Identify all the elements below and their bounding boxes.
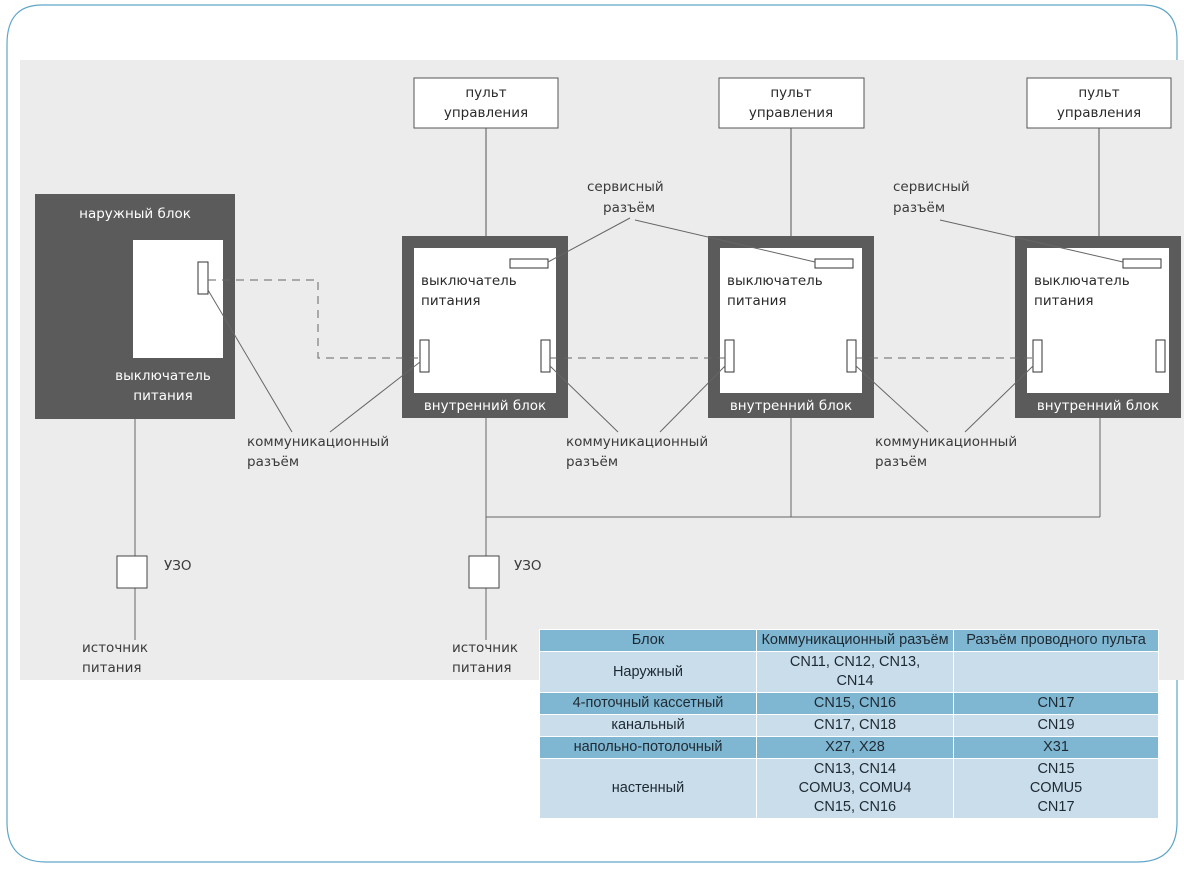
table-row: напольно-потолочный X27, X28 X31 (539, 736, 1159, 759)
power-switch-label-line1: выключатель (727, 273, 823, 289)
cell-comm: CN17, CN18 (756, 714, 954, 737)
table-row: канальный CN17, CN18 CN19 (539, 714, 1159, 737)
comm-connector-label-line2: разъём (566, 454, 618, 470)
indoor-unit-3: выключатель питания внутренний блок (1015, 236, 1181, 418)
service-connector (509, 258, 549, 269)
header-unit: Блок (539, 629, 757, 652)
cell-remote: X31 (953, 736, 1159, 759)
remote-label-line1: пульт (770, 85, 811, 101)
comm-connector-label-line1: коммуникационный (566, 434, 708, 450)
power-source-label-line2: питания (452, 660, 511, 676)
service-connector-label-line1: сервисный (893, 179, 970, 195)
header-remote-connector: Разъём проводного пульта (953, 629, 1159, 652)
indoor-unit-label: внутренний блок (1037, 398, 1159, 414)
comm-connector-label-line2: разъём (247, 454, 299, 470)
rcd-2: УЗО (468, 555, 542, 589)
remote-label-line1: пульт (465, 85, 506, 101)
cell-comm: CN15, CN16 (756, 692, 954, 715)
comm-connector-label-line1: коммуникационный (875, 434, 1017, 450)
service-connector-label-line2: разъём (603, 200, 655, 216)
cell-remote: CN17 (953, 692, 1159, 715)
power-source-label-line1: источник (452, 640, 518, 656)
rcd-label: УЗО (164, 558, 192, 574)
cell-remote: CN19 (953, 714, 1159, 737)
service-callout-line-2 (939, 219, 1124, 263)
power-source-label-line2: питания (82, 660, 141, 676)
comm-callout-lines-2 (549, 365, 726, 433)
remote-label-line2: управления (444, 105, 528, 121)
comm-connector-right (540, 339, 551, 373)
power-switch-label-line2: питания (1034, 293, 1093, 309)
table-row: 4-поточный кассетный CN15, CN16 CN17 (539, 692, 1159, 715)
power-switch-label-line2: питания (727, 293, 786, 309)
cell-comm: CN11, CN12, CN13,CN14 (756, 651, 954, 693)
rcd-1: УЗО (116, 555, 192, 589)
power-switch-label-line2: питания (421, 293, 480, 309)
comm-connector-label-line1: коммуникационный (247, 434, 389, 450)
remote-control-1: пульт управления (413, 77, 559, 129)
cell-remote (953, 651, 1159, 693)
table-row: Наружный CN11, CN12, CN13,CN14 (539, 651, 1159, 693)
service-connector-label-line2: разъём (893, 200, 945, 216)
comm-callout-lines-3 (855, 365, 1034, 433)
frame-border (6, 4, 1178, 863)
remote-control-3: пульт управления (1026, 77, 1172, 129)
outdoor-comm-connector (197, 261, 209, 295)
cell-unit: напольно-потолочный (539, 736, 757, 759)
comm-callout-lines-1 (207, 289, 421, 433)
comm-connector-label-line2: разъём (875, 454, 927, 470)
power-switch-label-line1: выключатель (115, 368, 211, 384)
cell-unit: канальный (539, 714, 757, 737)
table-header-row: Блок Коммуникационный разъём Разъём пров… (539, 629, 1159, 652)
power-switch-label-line1: выключатель (421, 273, 517, 289)
indoor-unit-label: внутренний блок (424, 398, 546, 414)
service-connector (1122, 258, 1162, 269)
service-connector (814, 258, 854, 269)
indoor-unit-2: выключатель питания внутренний блок (708, 236, 874, 418)
cell-unit: Наружный (539, 651, 757, 693)
indoor-unit-label: внутренний блок (730, 398, 852, 414)
service-connector-label-line1: сервисный (587, 179, 664, 195)
comm-connector-right (1155, 339, 1166, 373)
outdoor-panel (133, 240, 223, 358)
remote-control-2: пульт управления (718, 77, 865, 129)
comm-connector-right (846, 339, 857, 373)
comm-connector-left (1032, 339, 1043, 373)
power-switch-label-line1: выключатель (1034, 273, 1130, 289)
service-callout-lines-1 (547, 217, 816, 263)
cell-unit: настенный (539, 758, 757, 819)
connector-table: Блок Коммуникационный разъём Разъём пров… (539, 629, 1159, 819)
outdoor-unit-label: наружный блок (79, 206, 191, 222)
comm-wiring (208, 279, 1033, 359)
cell-unit: 4-поточный кассетный (539, 692, 757, 715)
cell-comm: X27, X28 (756, 736, 954, 759)
power-source-label-line1: источник (82, 640, 148, 656)
remote-label-line1: пульт (1078, 85, 1119, 101)
remote-label-line2: управления (749, 105, 833, 121)
outdoor-unit: наружный блок выключатель питания (35, 194, 235, 419)
remote-label-line2: управления (1057, 105, 1141, 121)
header-comm-connector: Коммуникационный разъём (756, 629, 954, 652)
power-switch-label-line2: питания (133, 388, 192, 404)
rcd-label: УЗО (514, 558, 542, 574)
power-wiring (134, 418, 1101, 640)
indoor-unit-1: выключатель питания внутренний блок (402, 236, 568, 418)
comm-connector-left (419, 339, 430, 373)
comm-connector-left (724, 339, 735, 373)
